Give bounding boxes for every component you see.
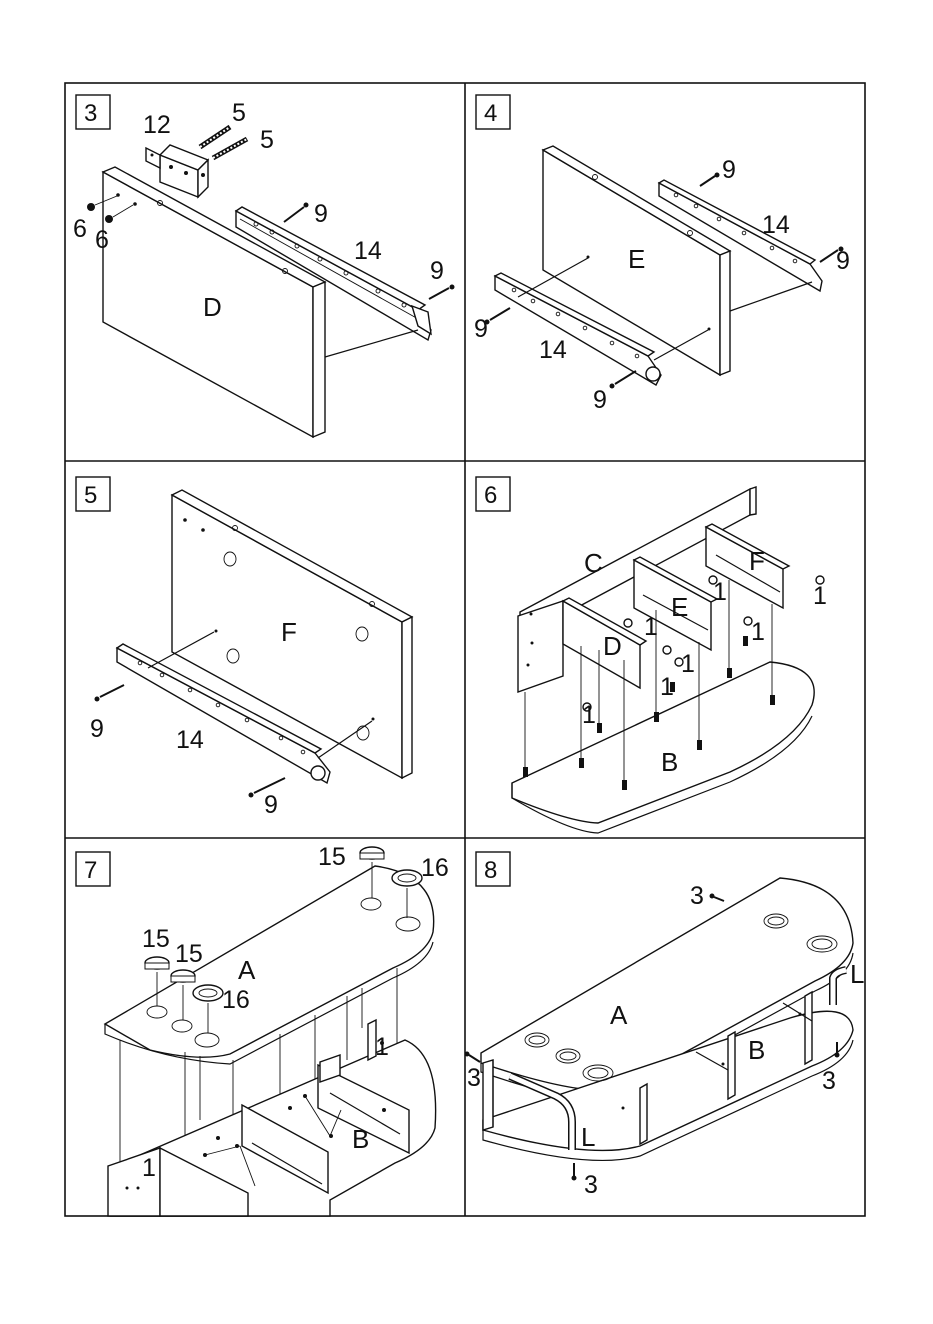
leg-label-back: L: [850, 959, 864, 989]
step-number: 6: [484, 482, 497, 509]
step-5-cell: 5 F 9 14 9: [76, 477, 412, 819]
part-number-1-b: 1: [644, 613, 658, 641]
part-number-9-left: 9: [90, 715, 104, 743]
panel-label-b: B: [352, 1124, 369, 1154]
part-number-9-end: 9: [430, 257, 444, 285]
panel-label: D: [203, 292, 222, 322]
part-number-3-bottom: 3: [584, 1171, 598, 1199]
part-number-1-g: 1: [660, 673, 674, 701]
part-number-6-a: 6: [73, 215, 87, 243]
step-number: 5: [84, 482, 97, 509]
screw-9-left: [485, 308, 511, 325]
step-number-box: 8: [476, 852, 510, 886]
screw-9-top: [284, 203, 309, 223]
screw-9-left: [95, 685, 125, 702]
step-7-cell: 7 A 15 16: [76, 843, 449, 1216]
part-number-5-b: 5: [260, 126, 274, 154]
part-number-15-top: 15: [318, 843, 346, 871]
part-number-9-bottom: 9: [593, 386, 607, 414]
side-panel-left: [518, 601, 563, 692]
panel-label-a: A: [610, 1000, 628, 1030]
step-number-box: 7: [76, 852, 110, 886]
part-number-16-b: 16: [222, 986, 250, 1014]
part-number-5-a: 5: [232, 99, 246, 127]
step-3-cell: 3 D 12 5 5: [73, 95, 455, 437]
step-number-box: 4: [476, 95, 510, 129]
part-number-9-right: 9: [836, 247, 850, 275]
part-number-3-top: 3: [690, 882, 704, 910]
step-4-cell: 4 E 9 14 9: [474, 95, 850, 414]
part-number-1-d: 1: [713, 578, 727, 606]
screw-3-left: [465, 1052, 481, 1063]
step-number-box: 6: [476, 477, 510, 511]
step-number: 8: [484, 857, 497, 884]
part-number-14: 14: [176, 726, 204, 754]
screw-9-end: [429, 285, 455, 300]
dowel-5-a: [200, 127, 230, 147]
step-number-box: 5: [76, 477, 110, 511]
panel-label-f: F: [749, 546, 765, 576]
dowel-5-b: [213, 139, 247, 158]
screw-9-bottom: [610, 371, 637, 389]
screw-3-top: [710, 894, 725, 902]
step-number: 3: [84, 100, 97, 127]
part-number-9-left: 9: [474, 315, 488, 343]
step-6-cell: 6 B C D E: [476, 477, 827, 833]
panel-label-d: D: [603, 631, 622, 661]
part-number-12: 12: [143, 111, 171, 139]
part-number-3-left: 3: [467, 1064, 481, 1092]
panel-label-a: A: [238, 955, 256, 985]
part-number-6-b: 6: [95, 226, 109, 254]
leg-label-front: L: [581, 1122, 595, 1152]
part-number-1-a: 1: [582, 701, 596, 729]
part-number-1-f: 1: [813, 582, 827, 610]
part-number-1-e: 1: [751, 618, 765, 646]
step-number-box: 3: [76, 95, 110, 129]
part-number-1-c: 1: [681, 650, 695, 678]
part-number-1-left: 1: [142, 1154, 156, 1182]
part-number-14-top: 14: [762, 211, 790, 239]
part-number-9-top: 9: [722, 156, 736, 184]
part-number-9-top: 9: [314, 200, 328, 228]
step-number: 4: [484, 100, 497, 127]
divider-panel-d: D: [563, 598, 646, 688]
part-number-3-right: 3: [822, 1067, 836, 1095]
panel-label: F: [281, 617, 297, 647]
panel-e: E: [543, 146, 730, 375]
leg-l-back: [833, 970, 846, 1005]
panel-label-b: B: [661, 747, 678, 777]
part-number-14-bottom: 14: [539, 336, 567, 364]
panel-label-c: C: [584, 548, 603, 578]
part-number-14: 14: [354, 237, 382, 265]
part-number-9-bottom: 9: [264, 791, 278, 819]
panel-d: D: [103, 167, 325, 437]
screw-3-bottom: [572, 1163, 577, 1181]
screw-9-top: [700, 173, 720, 187]
part-number-1-right: 1: [375, 1033, 389, 1061]
panel-label: E: [628, 244, 645, 274]
part-number-15-b: 15: [175, 940, 203, 968]
panel-label-b: B: [748, 1035, 765, 1065]
tv-stand-assembled: A B: [481, 878, 853, 1160]
step-8-cell: 8 A B: [465, 852, 865, 1199]
part-number-16-top: 16: [421, 854, 449, 882]
step-number: 7: [84, 857, 97, 884]
panel-label-e: E: [671, 592, 688, 622]
part-number-15-a: 15: [142, 925, 170, 953]
